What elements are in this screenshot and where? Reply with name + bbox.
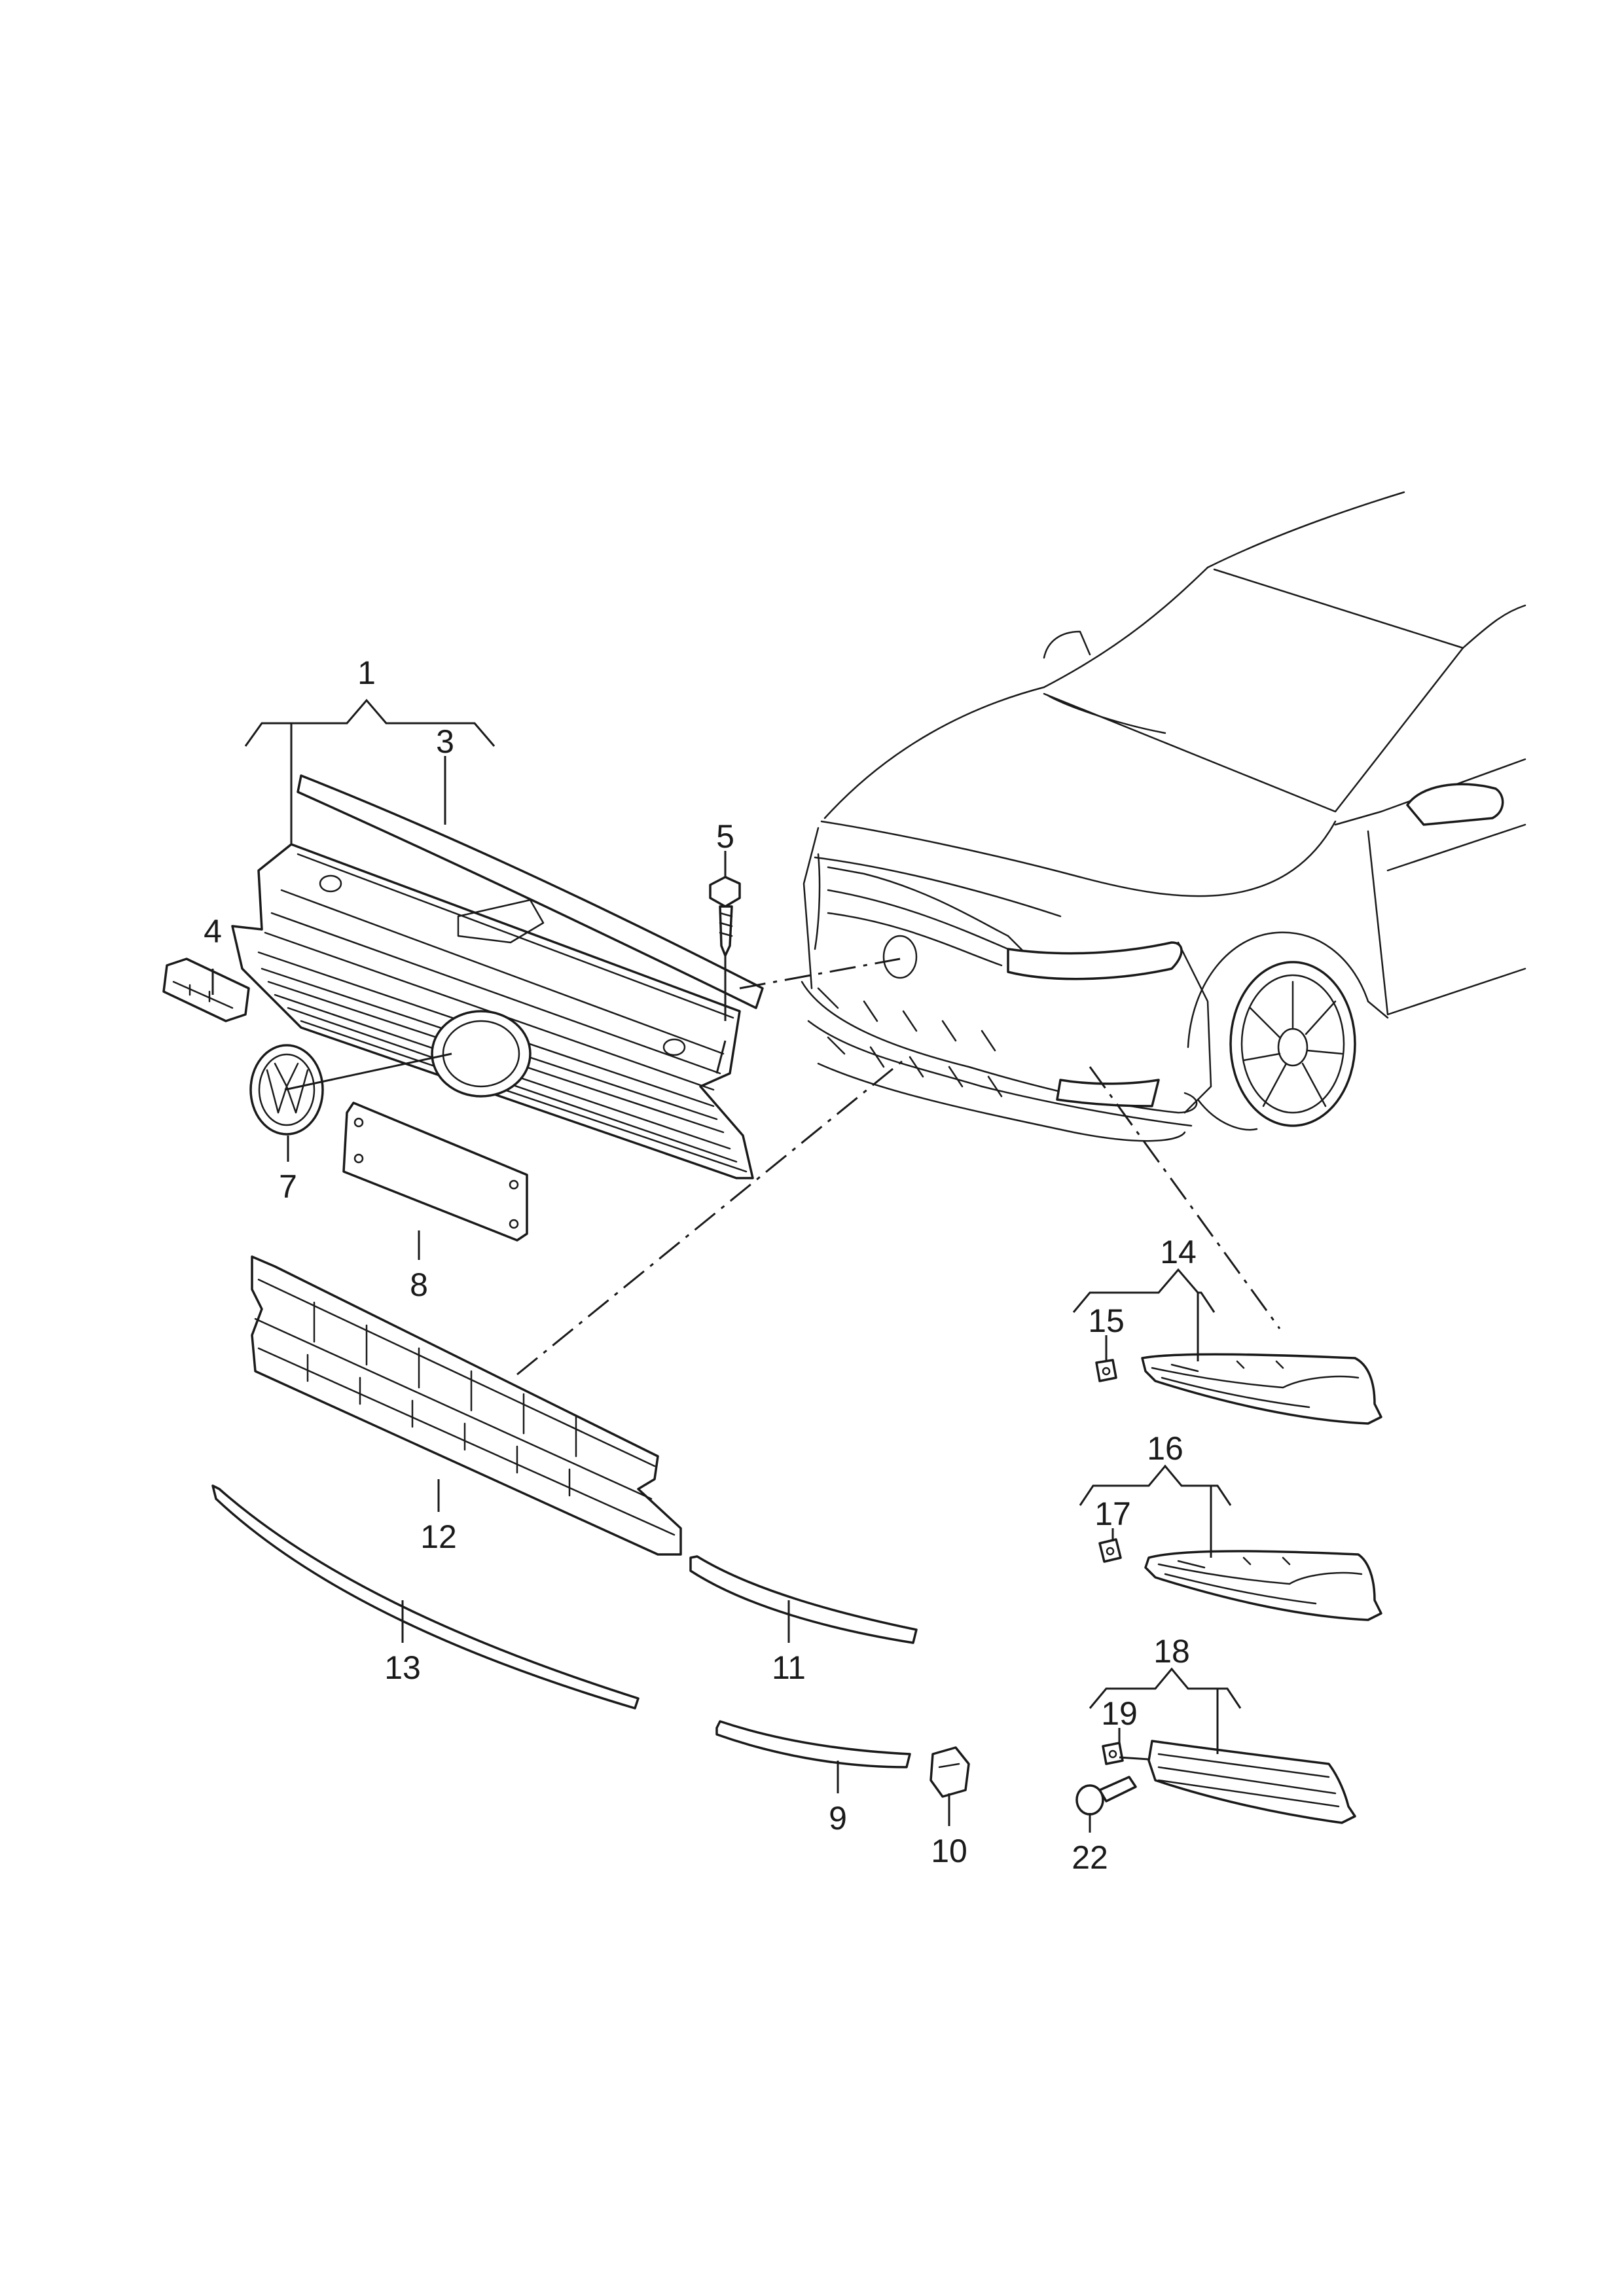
lower-trim-short xyxy=(715,1720,911,1768)
fog-lamp-grille-14 xyxy=(1141,1353,1382,1425)
license-plate-bracket xyxy=(342,1102,528,1242)
callout-14: 14 xyxy=(1160,1234,1197,1270)
clip xyxy=(929,1746,970,1798)
leader-lines xyxy=(211,698,1242,1833)
callout-4: 4 xyxy=(204,913,222,950)
callout-7: 7 xyxy=(279,1168,297,1205)
callout-13: 13 xyxy=(384,1649,421,1686)
clip-nut-19 xyxy=(1102,1742,1124,1765)
vehicle-illustration xyxy=(801,491,1526,1142)
callout-17: 17 xyxy=(1094,1496,1131,1532)
clip-nut-15 xyxy=(1095,1359,1117,1382)
callout-12: 12 xyxy=(420,1518,457,1555)
callout-19: 19 xyxy=(1101,1695,1138,1732)
callout-5: 5 xyxy=(716,818,734,855)
locator-lines xyxy=(516,958,1281,1376)
callout-11: 11 xyxy=(772,1649,806,1686)
callout-10: 10 xyxy=(931,1833,967,1869)
clip-nut-17 xyxy=(1098,1538,1122,1563)
upper-trim-strip xyxy=(297,774,764,1009)
callout-18: 18 xyxy=(1153,1633,1190,1670)
callout-8: 8 xyxy=(410,1266,428,1303)
lower-grille xyxy=(251,1255,682,1556)
callout-3: 3 xyxy=(436,723,454,760)
callout-22: 22 xyxy=(1072,1839,1108,1876)
callout-labels: 1 3 4 5 7 8 12 13 11 9 10 14 15 16 17 18… xyxy=(204,655,1197,1876)
screw xyxy=(709,876,741,957)
long-trim-strip xyxy=(211,1484,640,1710)
fog-lamp-grille-18 xyxy=(1147,1740,1356,1824)
bolt-22 xyxy=(1075,1776,1137,1816)
fog-lamp-grille-16 xyxy=(1144,1550,1382,1621)
callout-9: 9 xyxy=(829,1800,847,1837)
lower-trim-right xyxy=(689,1555,918,1644)
emblem-badge xyxy=(162,958,250,1022)
callout-15: 15 xyxy=(1088,1302,1125,1339)
radiator-grille xyxy=(231,843,754,1179)
callout-1: 1 xyxy=(357,655,376,691)
callout-16: 16 xyxy=(1147,1430,1183,1467)
